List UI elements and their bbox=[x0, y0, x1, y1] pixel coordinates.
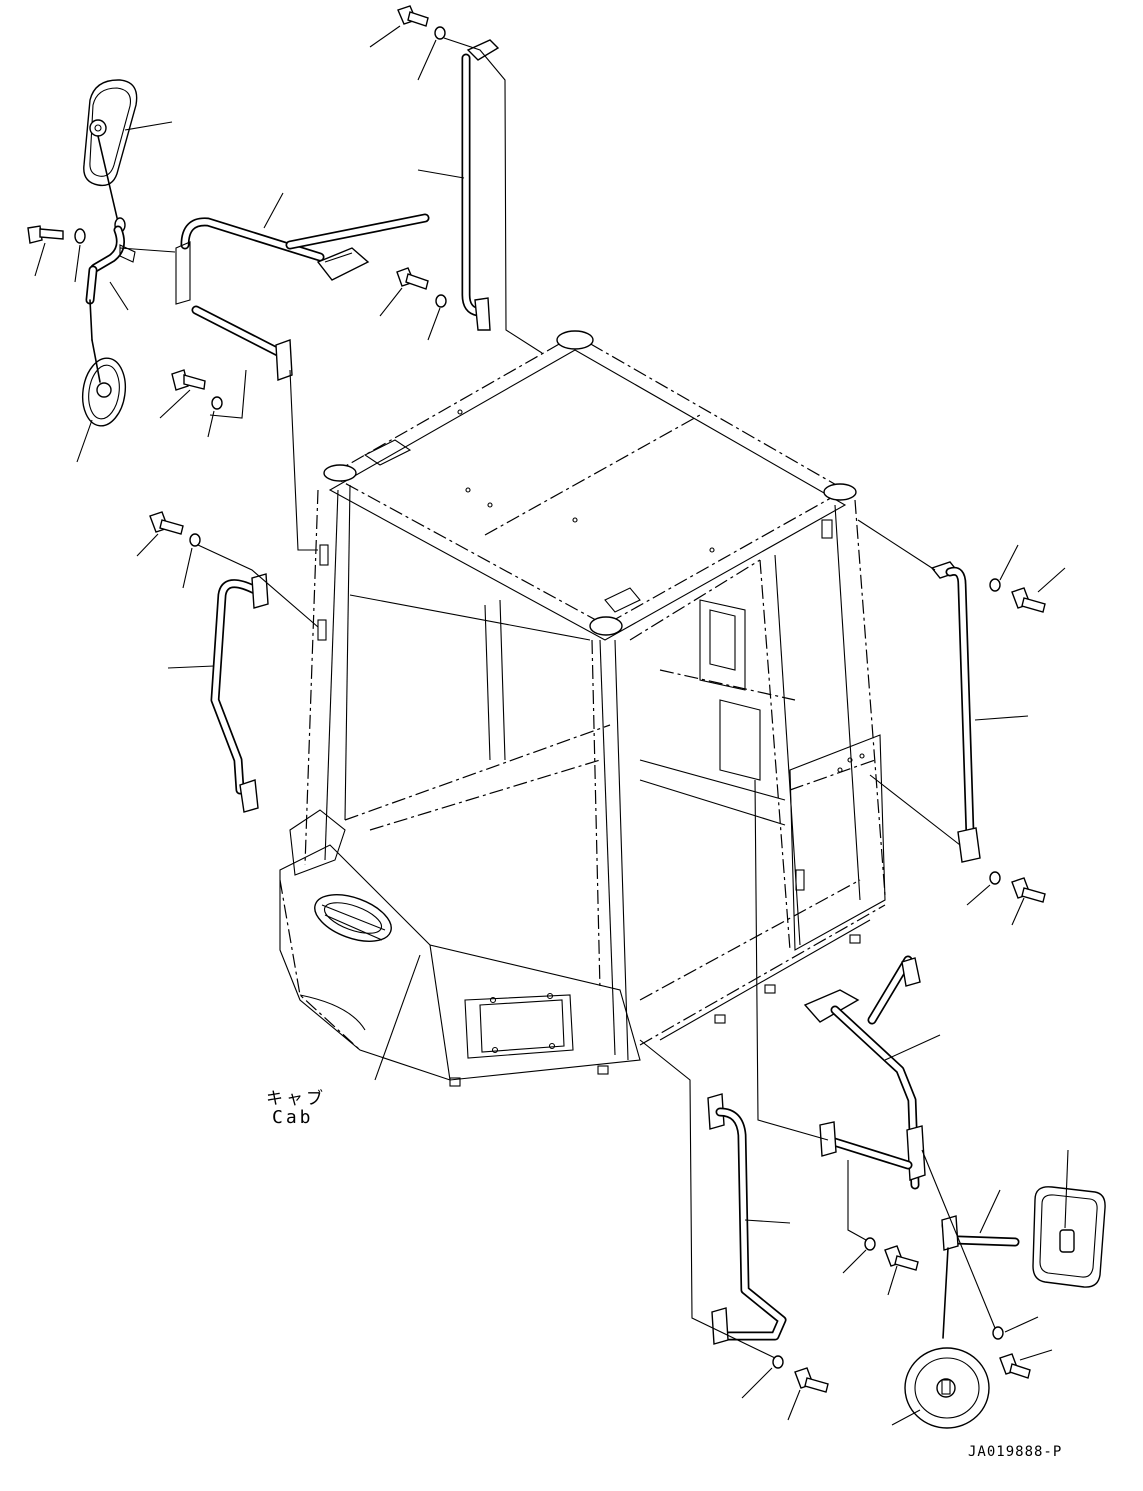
upper-center-handrail bbox=[369, 5, 543, 354]
right-handrail bbox=[857, 519, 1066, 926]
upper-left-mirror-assembly bbox=[27, 79, 430, 551]
cab-label-english: Cab bbox=[272, 1107, 314, 1128]
left-handrail bbox=[136, 511, 319, 813]
cab-frame bbox=[279, 330, 886, 1087]
drawing-number: JA019888-P bbox=[968, 1444, 1063, 1460]
cab-label-japanese: キャブ bbox=[266, 1089, 326, 1109]
cab-callout bbox=[374, 954, 421, 1081]
lower-right-mirror-assembly bbox=[754, 779, 1106, 1429]
lower-center-handrail bbox=[639, 1039, 829, 1421]
